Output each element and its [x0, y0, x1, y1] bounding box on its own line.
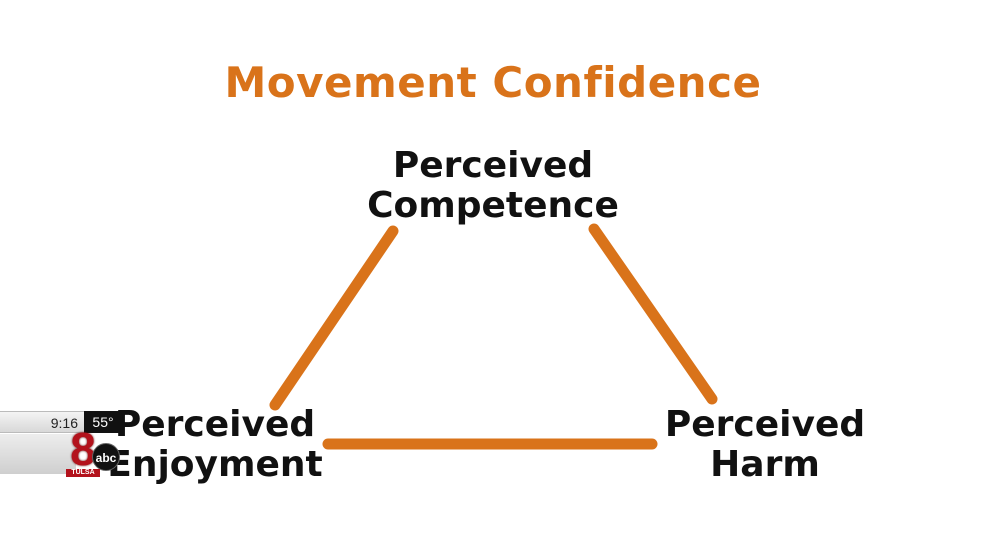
edge-competence-enjoyment [269, 225, 399, 411]
node-label-line2: Harm [710, 444, 820, 485]
node-label-line2: Enjoyment [107, 444, 323, 485]
station-city: TULSA [66, 469, 100, 477]
edge-competence-harm [588, 223, 718, 405]
abc-network-icon: abc [92, 443, 120, 471]
temperature-readout: 55° [84, 411, 122, 433]
node-label-line1: Perceived [114, 404, 316, 445]
node-label-line1: Perceived [664, 404, 866, 445]
clock-readout: 9:16 [0, 411, 84, 433]
node-perceived-competence: Perceived Competence [343, 146, 643, 226]
node-label-line2: Competence [367, 185, 619, 226]
node-label-line1: Perceived [392, 145, 594, 186]
node-perceived-harm: Perceived Harm [640, 405, 890, 485]
station-logo: 8 abc TULSA [66, 426, 124, 477]
diagram-title: Movement Confidence [224, 58, 762, 107]
node-perceived-enjoyment: Perceived Enjoyment [85, 405, 345, 485]
channel-number: 8 [70, 423, 96, 475]
station-bug: 9:16 55° 8 abc TULSA [0, 411, 128, 477]
station-bug-panel [0, 434, 76, 474]
